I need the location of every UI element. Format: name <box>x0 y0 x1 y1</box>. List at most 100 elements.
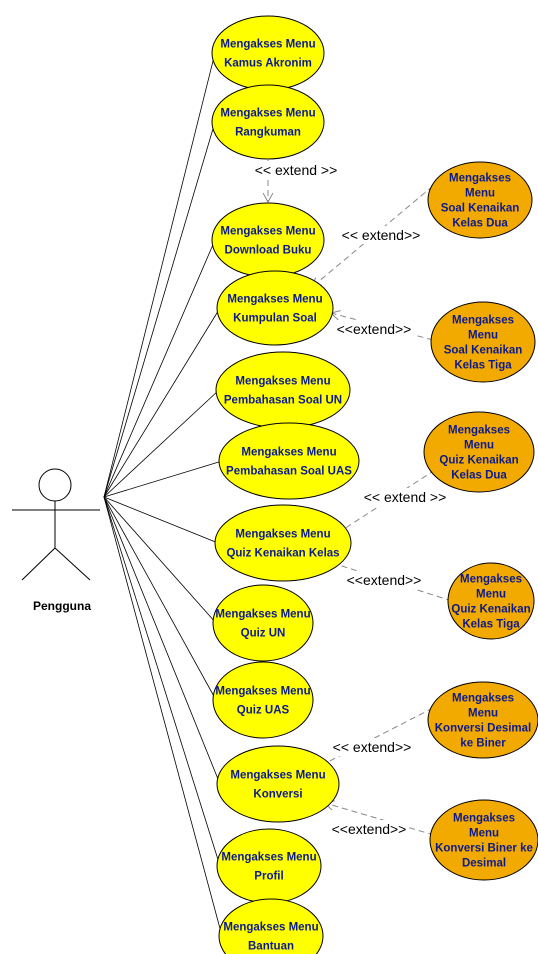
use-case-quiz-un-label-1: Mengakses Menu <box>215 609 310 621</box>
association-kamus <box>103 52 216 498</box>
extend-label-bg-konversi_biner <box>329 820 409 838</box>
association-quiz-naik <box>103 496 219 544</box>
ext-use-case-soal-tiga-label-4: Kelas Tiga <box>454 360 512 372</box>
association-download <box>103 239 216 498</box>
ext-use-case-quiz-dua-shape <box>423 411 535 493</box>
ext-use-case-quiz-tiga-shape <box>447 562 535 640</box>
actor-label: Pengguna <box>33 599 91 613</box>
association-profil <box>103 496 221 867</box>
ext-use-case-quiz-tiga-label-1: Mengakses <box>460 574 522 586</box>
association-quiz-un <box>103 496 217 624</box>
association-bahas-un <box>103 389 220 498</box>
use-case-rangkuman-shape <box>211 84 325 160</box>
extend-label-rangkuman_download: << extend >> <box>255 162 338 178</box>
extend-label-download_soal_dua: << extend>> <box>342 227 421 243</box>
ext-use-case-desimal-biner-shape <box>427 681 538 759</box>
extend-label-quiz_dua: << extend >> <box>364 489 447 505</box>
ext-use-case-soal-tiga-label-1: Mengakses <box>452 315 514 327</box>
ext-use-case-biner-desimal-label-3: Konversi Biner ke <box>435 843 533 855</box>
extend-label-konversi_desimal: << extend>> <box>333 739 412 755</box>
ext-use-case-desimal-biner-label-2: Menu <box>468 708 498 720</box>
use-case-kamus-label-2: Kamus Akronim <box>224 58 312 70</box>
use-case-quiz-naik-label-1: Mengakses Menu <box>235 529 330 541</box>
use-case-konversi-shape <box>216 745 340 823</box>
ext-use-case-biner-desimal-label-4: Desimal <box>462 858 506 870</box>
use-case-quiz-uas-label-2: Quiz UAS <box>237 705 290 717</box>
ext-use-case-quiz-tiga-label-2: Menu <box>476 589 506 601</box>
ext-use-case-desimal-biner-label-3: Konversi Desimal <box>435 723 532 735</box>
actor-head <box>38 468 72 502</box>
use-case-quiz-naik-label-2: Quiz Kenaikan Kelas <box>226 548 339 560</box>
ext-use-case-quiz-dua-label-4: Kelas Dua <box>451 470 507 482</box>
use-case-bantuan-label-1: Mengakses Menu <box>223 922 318 934</box>
association-bahas-uas <box>103 460 223 498</box>
use-case-bahas-uas-label-1: Mengakses Menu <box>241 447 336 459</box>
use-case-bahas-un-label-2: Pembahasan Soal UN <box>224 395 342 407</box>
use-case-kamus-shape <box>211 15 325 91</box>
extend-label-bg-download_soal_dua <box>339 226 423 244</box>
ext-use-case-quiz-dua-label-2: Menu <box>464 440 494 452</box>
extend-labels: << extend >> << extend>> <<extend>> << exte… <box>252 161 449 838</box>
extend-arrow-biner_to_konversi <box>325 803 435 836</box>
use-case-download-shape <box>211 202 325 278</box>
ext-use-case-quiz-dua-label-1: Mengakses <box>448 425 510 437</box>
use-case-bantuan-shape <box>218 898 324 954</box>
association-quiz-uas <box>103 496 217 701</box>
ext-use-case-soal-tiga-shape <box>430 301 536 383</box>
use-case-download-label-2: Download Buku <box>225 245 312 257</box>
ext-use-case-soal-dua-label-4: Kelas Dua <box>452 218 508 230</box>
ext-use-case-soal-dua-shape <box>427 161 533 239</box>
use-case-konversi-label-2: Konversi <box>253 789 302 801</box>
ext-use-case-biner-desimal-label-1: Mengakses <box>453 813 515 825</box>
ext-use-case-desimal-biner-label-4: ke Biner <box>460 738 506 750</box>
actor-pengguna: Pengguna <box>12 468 100 613</box>
use-case-bahas-uas-shape <box>218 422 360 500</box>
extend-label-bg-kumpulan_soal_tiga <box>334 320 414 338</box>
use-case-profil-label-2: Profil <box>254 871 283 883</box>
use-case-quiz-naik-shape <box>214 504 352 582</box>
extend-label-bg-quiz_tiga <box>344 571 424 589</box>
ext-use-case-biner-desimal-label-2: Menu <box>469 828 499 840</box>
extend-arrow-soal_dua_to_download <box>312 185 434 287</box>
use-case-bahas-un-shape <box>215 351 351 429</box>
association-bantuan <box>103 496 223 937</box>
use-case-quiz-uas-shape <box>212 661 314 739</box>
use-case-bahas-uas-label-2: Pembahasan Soal UAS <box>226 466 352 478</box>
ext-use-case-quiz-tiga-label-4: Kelas Tiga <box>462 619 520 631</box>
ext-use-case-soal-tiga-label-3: Soal Kenaikan <box>444 345 523 357</box>
use-case-profil-shape <box>216 828 322 904</box>
extend-label-bg-rangkuman_download <box>252 161 340 179</box>
use-case-konversi-label-1: Mengakses Menu <box>230 770 325 782</box>
ext-use-case-quiz-tiga-label-3: Quiz Kenaikan <box>451 604 530 616</box>
extend-label-kumpulan_soal_tiga: <<extend>> <box>337 321 412 337</box>
use-case-rangkuman-label-1: Mengakses Menu <box>220 108 315 120</box>
use-case-quiz-uas-label-1: Mengakses Menu <box>215 686 310 698</box>
extend-label-quiz_tiga: <<extend>> <box>347 572 422 588</box>
association-rangkuman <box>103 121 216 498</box>
ext-use-case-soal-dua-label-3: Soal Kenaikan <box>441 203 520 215</box>
association-kumpulan <box>103 307 221 498</box>
use-case-rangkuman-label-2: Rangkuman <box>235 127 301 139</box>
use-case-kumpulan-label-1: Mengakses Menu <box>227 294 322 306</box>
extend-label-bg-konversi_desimal <box>330 738 414 756</box>
extend-arrow-quiz_tiga_to_quiz <box>323 560 453 602</box>
use-case-bantuan-label-2: Bantuan <box>248 941 294 953</box>
ext-use-case-soal-dua-label-2: Menu <box>465 188 495 200</box>
use-case-profil-label-1: Mengakses Menu <box>221 852 316 864</box>
use-case-quiz-un-label-2: Quiz UN <box>241 628 286 640</box>
association-lines <box>103 52 223 937</box>
use-case-quiz-un-shape <box>212 584 314 662</box>
association-konversi <box>103 496 221 785</box>
